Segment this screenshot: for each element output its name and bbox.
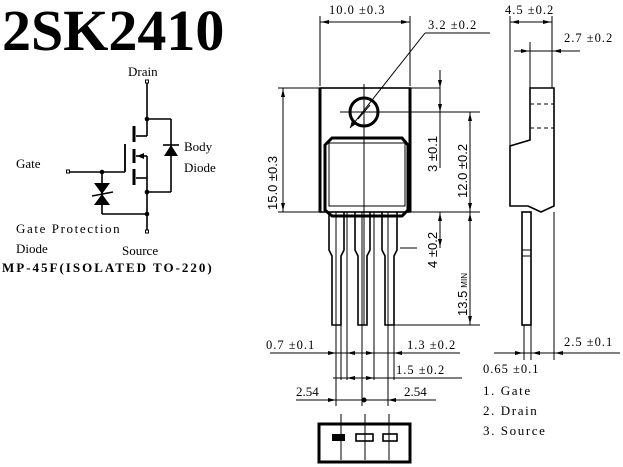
leads [328, 212, 398, 380]
pinout-item: 3. Source [483, 423, 547, 438]
pinout-item: 1. Gate [483, 383, 532, 398]
dim-hole-offset: 3 ±0.1 [425, 136, 440, 172]
package-front-view: 10.0 ±0.3 3.2 ±0.2 15.0 ±0.3 3 ±0.1 12.0… [265, 3, 490, 464]
dim-lead-shoulder-width: 1.3 ±0.2 [407, 338, 456, 352]
body-diode-label-1: Body [184, 139, 213, 154]
dim-hole-diameter: 3.2 ±0.2 [428, 18, 477, 32]
package-side-view: 4.5 ±0.2 2.7 ±0.2 2.5 ±0.1 0.65 ±0.1 [483, 3, 620, 376]
dim-lead-thickness: 0.65 ±0.1 [483, 362, 540, 376]
drain-terminal [145, 79, 149, 84]
package-tab [323, 136, 410, 218]
source-label: Source [122, 243, 158, 258]
gate-protection-diode-icon [94, 183, 110, 194]
dim-body-height: 12.0 ±0.2 [455, 144, 470, 198]
gate-protection-label-2: Diode [16, 241, 48, 256]
dim-height-total: 15.0 ±0.3 [265, 156, 280, 210]
pin-2-pad [355, 433, 374, 442]
package-body [319, 87, 411, 213]
pin-1-pad [332, 434, 345, 441]
source-terminal [145, 229, 149, 234]
pin-3-pad [382, 433, 398, 442]
lead-3 [381, 212, 398, 326]
dim-thickness: 4.5 ±0.2 [505, 3, 554, 17]
dim-lead-width: 0.7 ±0.1 [266, 338, 315, 352]
pinout-list: 1. Gate 2. Drain 3. Source [483, 383, 547, 438]
dim-pitch-right: 2.54 [404, 384, 427, 399]
gate-protection-label-1: Gate Protection [16, 221, 121, 236]
side-lead [521, 211, 532, 326]
drain-label: Drain [128, 64, 158, 79]
dim-lead-offset: 2.5 ±0.1 [564, 335, 613, 349]
gate-label: Gate [16, 156, 41, 171]
package-label: MP-45F(ISOLATED TO-220) [2, 260, 214, 275]
body-diode-icon [164, 145, 178, 156]
mosfet-schematic: Drain Body Diode Gate [16, 64, 216, 258]
dim-pitch-left: 2.54 [296, 384, 319, 399]
dim-lead-length: 13.5MIN [455, 273, 470, 316]
dim-width-top: 10.0 ±0.3 [329, 3, 386, 17]
pinout-item: 2. Drain [483, 403, 538, 418]
dim-lead-gap: 1.5 ±0.2 [396, 363, 445, 377]
side-profile [509, 87, 555, 213]
part-number-title: 2SK2410 [2, 0, 224, 63]
dim-tab-thickness: 2.7 ±0.2 [564, 31, 613, 45]
channel-arrow-icon [137, 153, 144, 159]
body-diode-label-2: Diode [184, 160, 216, 175]
dim-lead-shoulder: 4 ±0.2 [425, 232, 440, 268]
